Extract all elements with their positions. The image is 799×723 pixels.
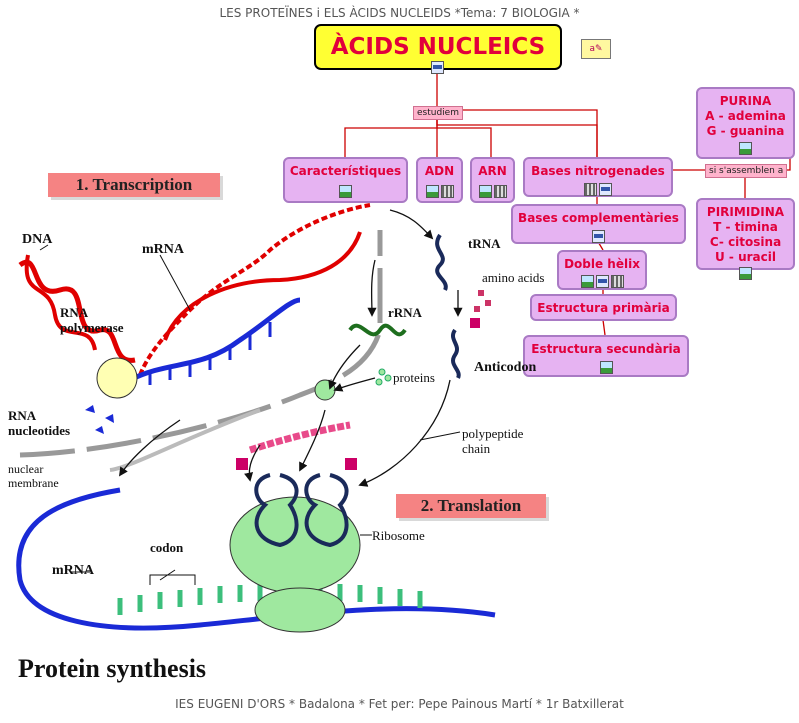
label-proteins: proteins <box>393 370 435 385</box>
dna-strand-2 <box>24 254 97 351</box>
node-estructura-secundaria-label: Estructura secundària <box>531 342 681 356</box>
mrna-bottom-strand <box>16 487 496 631</box>
arrow-proteins-to-ribosome <box>333 377 376 392</box>
trna-on-ribosome-2 <box>304 473 349 548</box>
trna-shape <box>435 233 448 291</box>
node-bases-complementaries-label: Bases complementàries <box>518 211 679 225</box>
banner-transcription: 1. Transcription <box>48 173 220 197</box>
pirimidina-line-c: C- citosina <box>709 235 782 249</box>
node-arn[interactable]: ARN <box>470 157 515 203</box>
node-bases-nitrogenades-label: Bases nitrogenades <box>531 164 665 178</box>
node-doble-helix[interactable]: Doble hèlix <box>557 250 647 290</box>
node-adn[interactable]: ADN <box>416 157 463 203</box>
proteins-shape <box>375 368 392 386</box>
node-bases-complementaries[interactable]: Bases complementàries <box>511 204 686 244</box>
nuclear-membrane-shape <box>19 230 383 458</box>
node-arn-label: ARN <box>478 164 507 178</box>
image-icon[interactable] <box>478 185 492 198</box>
label-ribosome: Ribosome <box>372 528 425 543</box>
label-rna-nucleotides: RNA nucleotides <box>8 408 71 438</box>
image-icon[interactable] <box>739 142 752 155</box>
label-mrna-bottom: mRNA <box>52 563 94 578</box>
anticodon-amino-square <box>470 318 480 328</box>
amino-acids-shape <box>474 290 491 312</box>
label-rrna: rRNA <box>388 305 422 320</box>
purina-line-g: G - guanina <box>706 124 785 138</box>
image-icon[interactable] <box>599 361 613 374</box>
arrow-transcription-to-membrane <box>118 419 181 477</box>
mrna-rungs <box>148 322 272 385</box>
dna-unwound-strand <box>138 203 371 376</box>
label-polypeptide-chain: polypeptide chain <box>462 426 524 456</box>
figure-title: Protein synthesis <box>18 654 207 683</box>
node-pirimidina[interactable]: PIRIMIDINA T - timina C- citosina U - ur… <box>696 198 795 280</box>
rrna-shape <box>348 323 407 337</box>
html-icon[interactable] <box>595 275 609 288</box>
page-footer: IES EUGENI D'ORS * Badalona * Fet per: P… <box>175 697 624 711</box>
dna-top-strand <box>163 231 362 341</box>
nuclear-membrane-inner <box>109 408 261 472</box>
arrow-to-ribosome-right <box>358 379 451 487</box>
image-icon[interactable] <box>739 267 752 280</box>
mrna-transcript <box>128 297 301 383</box>
label-codon: codon <box>150 540 184 555</box>
node-estructura-primaria[interactable]: Estructura primària <box>530 294 677 321</box>
image-icon[interactable] <box>425 185 439 198</box>
arrow-to-ribosome-left <box>244 444 261 482</box>
amino-acid-square-2 <box>345 458 357 470</box>
label-anticodon: Anticodon <box>474 360 537 375</box>
arrow-to-small-ribosome <box>328 344 361 390</box>
link-label-estudiem: estudiem <box>413 106 463 120</box>
label-nuclear-membrane: nuclear membrane <box>8 462 59 490</box>
amino-acid-square-1 <box>236 458 248 470</box>
pirimidina-line-u: U - uracil <box>715 250 776 264</box>
rna-nucleotides-shape <box>85 405 114 434</box>
node-estructura-secundaria[interactable]: Estructura secundària <box>523 335 689 377</box>
banner-translation: 2. Translation <box>396 494 546 518</box>
rna-polymerase-shape <box>96 357 138 399</box>
pirimidina-title: PIRIMIDINA <box>706 205 785 219</box>
html-icon[interactable] <box>592 230 605 243</box>
arrow-ribosome-to-assembly <box>299 409 326 472</box>
label-trna: tRNA <box>468 236 501 251</box>
purina-title: PURINA <box>719 94 772 108</box>
purina-line-a: A - ademina <box>705 109 786 123</box>
node-caracteristiques-label: Característiques <box>289 164 402 178</box>
node-adn-label: ADN <box>424 164 455 178</box>
video-icon[interactable] <box>610 275 624 288</box>
arrow-to-rrna <box>367 259 377 317</box>
page-header: LES PROTEÏNES i ELS ÀCIDS NUCLEIDS *Tema… <box>219 6 580 20</box>
anticodon-trna-shape <box>451 328 461 379</box>
dna-strand-1 <box>18 259 136 363</box>
label-rna-polymerase: RNA polymerase <box>60 305 124 335</box>
label-dna: DNA <box>22 232 53 247</box>
video-icon[interactable] <box>493 185 507 198</box>
link-label-sassemblen: si s'assemblen a <box>705 164 788 178</box>
image-icon[interactable] <box>339 185 352 198</box>
polypeptide-chain-shape <box>248 421 351 454</box>
html-icon[interactable] <box>599 183 612 196</box>
video-icon[interactable] <box>440 185 454 198</box>
node-bases-nitrogenades[interactable]: Bases nitrogenades <box>523 157 673 197</box>
node-estructura-primaria-label: Estructura primària <box>537 301 670 315</box>
label-amino-acids: amino acids <box>482 270 545 285</box>
main-title-html-icon[interactable] <box>430 60 445 79</box>
node-caracteristiques[interactable]: Característiques <box>283 157 408 203</box>
video-icon[interactable] <box>584 183 597 196</box>
trna-on-ribosome-1 <box>254 473 299 548</box>
arrow-to-trna <box>389 209 434 240</box>
image-icon[interactable] <box>580 275 594 288</box>
ribosome-small-subunit <box>254 587 346 633</box>
node-doble-helix-label: Doble hèlix <box>564 257 640 271</box>
pirimidina-line-t: T - timina <box>713 220 778 234</box>
note-icon[interactable]: a✎ <box>581 39 611 59</box>
node-purina[interactable]: PURINA A - ademina G - guanina <box>696 87 795 159</box>
label-mrna-top: mRNA <box>142 242 184 257</box>
